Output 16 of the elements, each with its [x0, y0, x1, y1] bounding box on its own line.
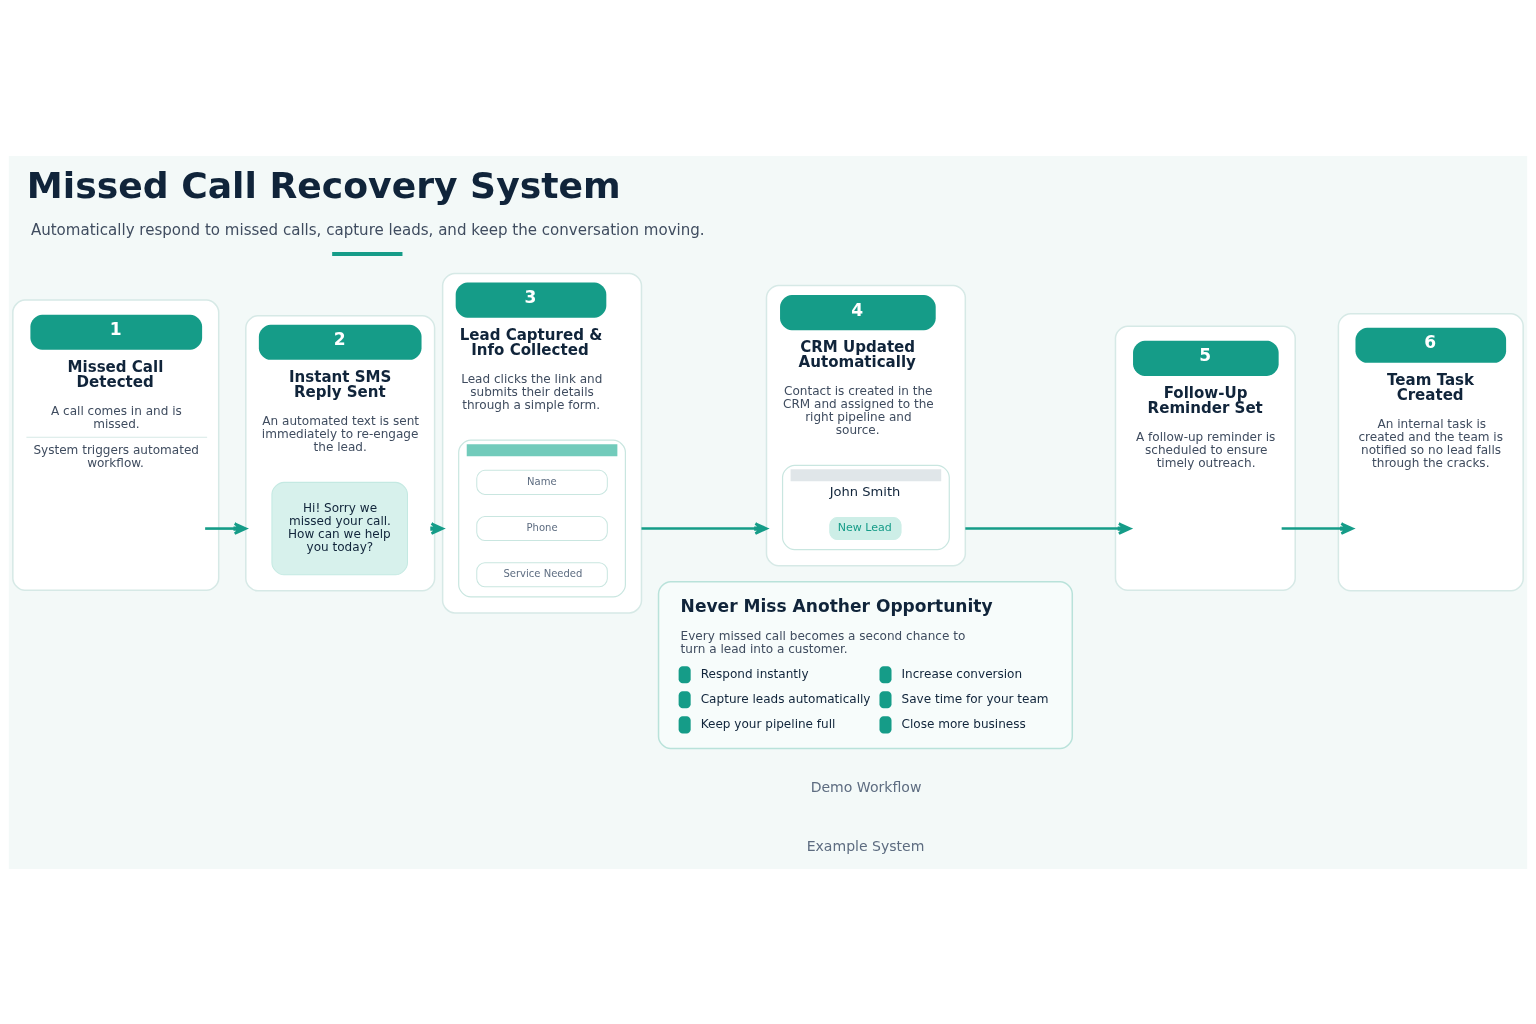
arrow [1281, 521, 1354, 535]
label: Example System [806, 837, 925, 854]
diagram-title: Missed Call Recovery System [26, 163, 621, 207]
node-box: Phone [476, 515, 608, 541]
label: Demo Workflow [810, 778, 922, 795]
cluster [458, 439, 626, 597]
arrow [965, 521, 1132, 535]
node-box: Hi! Sorry we missed your call. How can we help you today? [271, 481, 408, 575]
node-box: 1 Missed Call Detected A call comes in and is missed. System triggers automated workflow. [12, 298, 220, 591]
node-box: Name [476, 469, 608, 495]
node-box: Service Needed [476, 561, 608, 587]
node-box: New Lead [829, 516, 902, 540]
arrow [641, 521, 768, 535]
caption: Automatically respond to missed calls, capture leads, and keep the conversation moving. [30, 220, 705, 239]
arrow [205, 521, 248, 535]
node-box: Never Miss Another Opportunity Every missed call becomes a second chance to turn a lead into a customer. Respond instantly Increase conversion Capture leads automatically Save time for your team Keep your pipeline full Close more business [657, 580, 1074, 749]
